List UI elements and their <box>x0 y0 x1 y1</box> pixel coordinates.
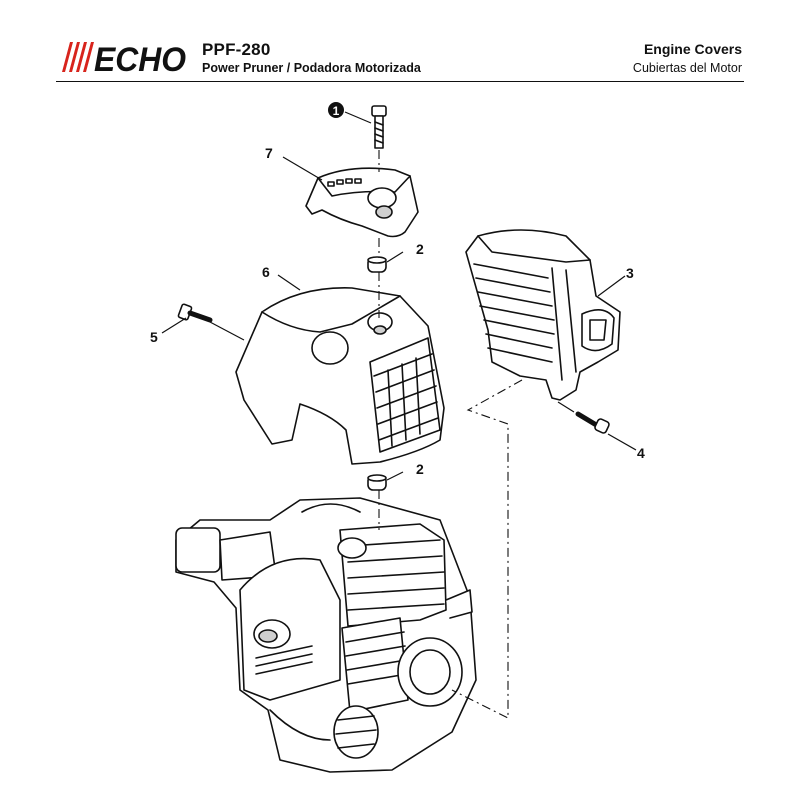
header-rule <box>56 81 744 82</box>
callout-7: 7 <box>265 145 273 161</box>
product-subtitle: Power Pruner / Podadora Motorizada <box>202 61 421 75</box>
callout-5: 5 <box>150 329 158 345</box>
part-3-rear-shroud <box>465 229 621 401</box>
assembly-lines <box>378 150 523 719</box>
callout-3: 3 <box>626 265 634 281</box>
callout-6: 6 <box>262 264 270 280</box>
callout-1: 1 <box>328 102 344 118</box>
model-number: PPF-280 <box>202 40 271 59</box>
part-5-screw <box>177 303 213 323</box>
part-4-screw <box>575 411 610 434</box>
part-2-grommet-lower <box>367 474 387 491</box>
section-title-es: Cubiertas del Motor <box>632 61 742 75</box>
part-2-grommet-upper <box>367 256 387 273</box>
leader-lines <box>161 111 637 481</box>
echo-logo: ECHO <box>62 41 186 76</box>
brand-wordmark: ECHO <box>94 41 186 76</box>
part-6-main-cover <box>235 287 445 465</box>
callout-4: 4 <box>637 445 645 461</box>
part-7-top-cap <box>305 167 419 238</box>
callout-2-lower: 2 <box>416 461 424 477</box>
callout-2-upper: 2 <box>416 241 424 257</box>
svg-text:1: 1 <box>333 104 340 118</box>
section-title-en: Engine Covers <box>643 41 742 57</box>
part-1-bolt <box>371 105 387 149</box>
engine-assembly <box>175 497 477 773</box>
